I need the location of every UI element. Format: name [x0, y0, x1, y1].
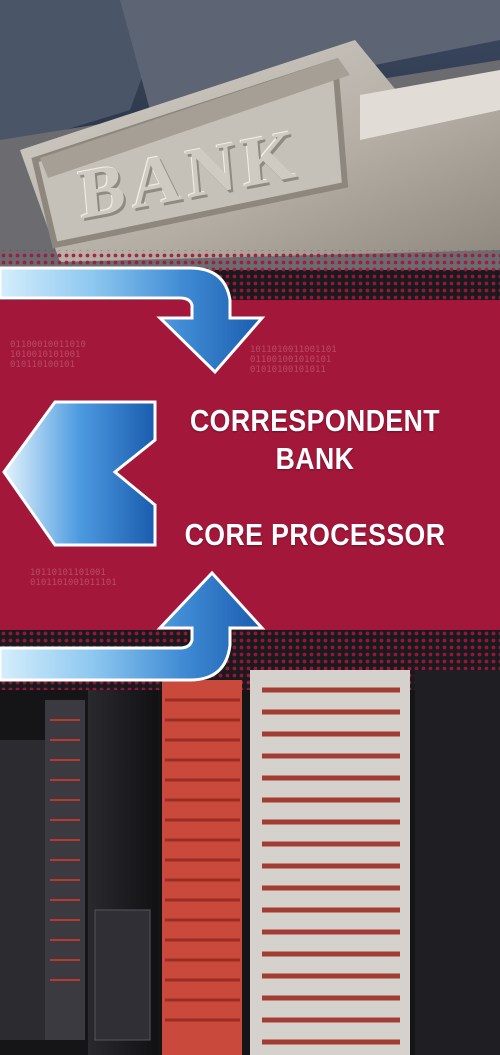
core-processor-text: CORE PROCESSOR — [184, 517, 446, 552]
correspondent-label-line1: CORRESPONDENT — [189, 403, 440, 438]
binary-texture: 10110101101001 0101101001011101 — [30, 568, 117, 588]
arrow-right-down-icon — [0, 266, 266, 375]
core-processor-label: CORE PROCESSOR — [182, 516, 449, 554]
server-racks — [0, 670, 500, 1055]
correspondent-bank-label: CORRESPONDENT BANK — [182, 402, 449, 478]
binary-texture: 01100010011010 1010010101001 01011010010… — [10, 340, 86, 370]
arrow-left-icon — [2, 400, 157, 547]
arrow-right-up-icon — [0, 570, 266, 682]
binary-texture: 1011010011001101 011001001010101 0101010… — [250, 345, 337, 375]
correspondent-label-line2: BANK — [275, 441, 355, 476]
